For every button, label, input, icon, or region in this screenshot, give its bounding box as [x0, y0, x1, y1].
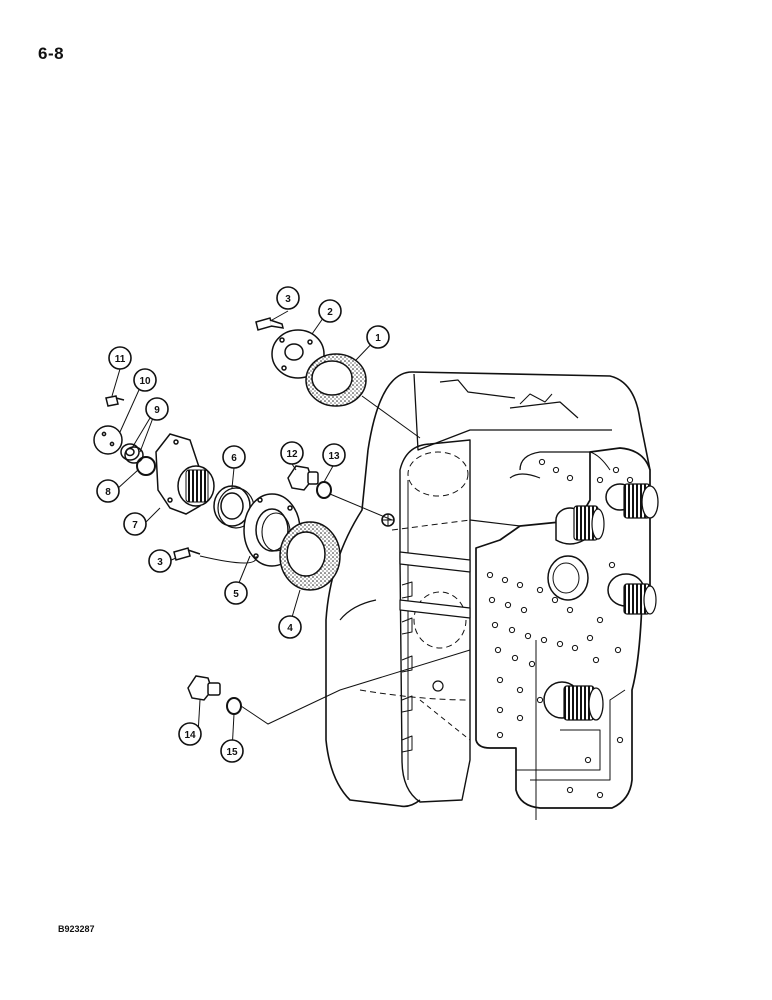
svg-text:12: 12: [286, 449, 298, 460]
svg-text:14: 14: [184, 730, 196, 741]
svg-text:15: 15: [226, 747, 238, 758]
svg-text:10: 10: [139, 376, 151, 387]
retainer-icon: [243, 493, 301, 567]
plug-icon: [187, 675, 221, 701]
screw-icon: [105, 395, 125, 407]
svg-text:3: 3: [285, 294, 291, 305]
callout-11: 11: [108, 346, 132, 370]
page-number: 6-8: [38, 44, 65, 63]
callout-9: 9: [145, 397, 169, 421]
callout-15: 15: [220, 739, 244, 763]
callout-5: 5: [224, 581, 248, 605]
output-shaft-upper-right-icon: [605, 483, 659, 519]
svg-text:7: 7: [132, 520, 138, 531]
gasket-icon: [279, 521, 341, 591]
o-ring-icon: [226, 697, 242, 715]
svg-text:5: 5: [233, 589, 239, 600]
o-ring-icon: [136, 456, 156, 476]
cap-plate-icon: [93, 425, 123, 455]
svg-text:4: 4: [287, 623, 293, 634]
callout-2: 2: [318, 299, 342, 323]
gasket-icon: [305, 353, 367, 407]
callout-3-lower: 3: [148, 549, 172, 573]
yoke-flange-icon: [155, 433, 215, 515]
svg-text:9: 9: [154, 405, 160, 416]
svg-text:3: 3: [157, 557, 163, 568]
callout-10: 10: [133, 368, 157, 392]
bolt-icon: [173, 547, 201, 561]
drawing-code: B923287: [58, 924, 95, 934]
svg-text:11: 11: [115, 354, 126, 365]
bolt-icon: [255, 317, 285, 331]
callout-8: 8: [96, 479, 120, 503]
seal-icon: [213, 485, 255, 529]
loose-parts: [93, 317, 367, 715]
transmission-housing: [325, 371, 659, 809]
callout-4: 4: [278, 615, 302, 639]
output-shaft-lower-icon: [543, 681, 604, 721]
svg-text:6: 6: [231, 453, 237, 464]
callout-3-top: 3: [276, 286, 300, 310]
callout-1: 1: [366, 325, 390, 349]
svg-text:13: 13: [328, 451, 340, 462]
callouts: 3 2 1 11 10 9 8 7 6 12 13 3 5 4 14 15: [96, 286, 390, 763]
callout-7: 7: [123, 512, 147, 536]
output-shaft-middle-icon: [607, 573, 657, 615]
callout-6: 6: [222, 445, 246, 469]
svg-text:1: 1: [375, 333, 381, 344]
plug-icon: [287, 465, 319, 491]
washer-icon: [120, 443, 144, 464]
o-ring-icon: [316, 481, 332, 499]
svg-text:8: 8: [105, 487, 111, 498]
callout-13: 13: [322, 443, 346, 467]
output-shaft-upper-left-icon: [555, 505, 605, 545]
callout-14: 14: [178, 722, 202, 746]
callout-12: 12: [280, 441, 304, 465]
svg-text:2: 2: [327, 307, 333, 318]
